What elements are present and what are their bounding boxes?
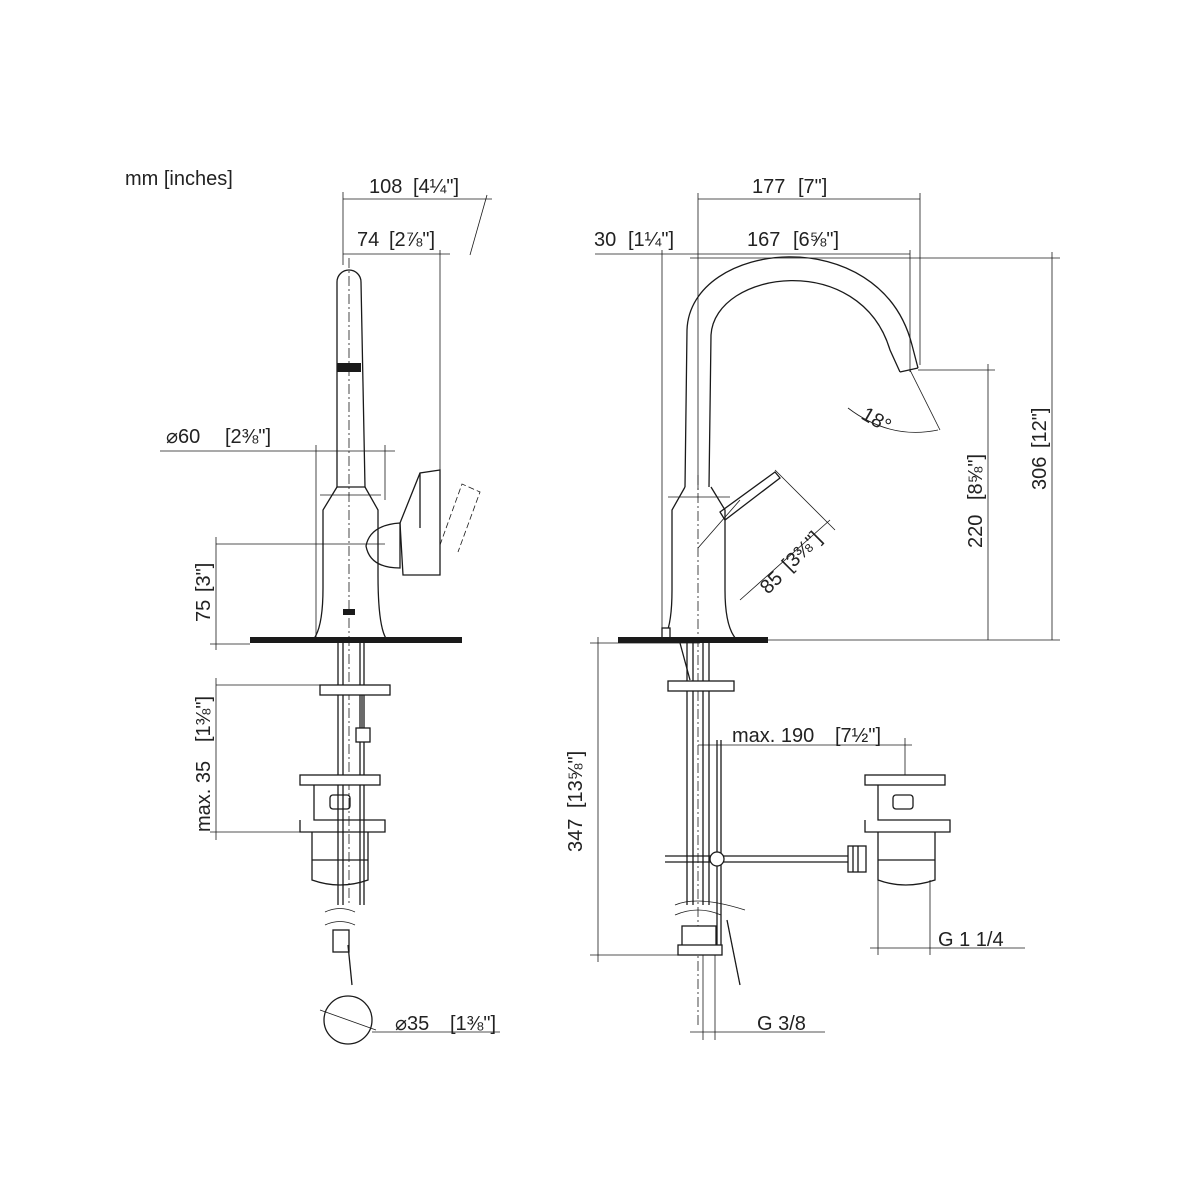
dim-75-inches: [3"] (193, 563, 215, 592)
dim-diameter-60-inches: [2⅜"] (225, 426, 271, 448)
left-dimension-lines (160, 192, 500, 1033)
left-waste (299, 774, 386, 986)
dim-347: 347 (565, 819, 587, 852)
left-deck-plate (250, 637, 462, 643)
left-spout (336, 258, 366, 905)
dim-220-inches: [8⅝"] (965, 454, 987, 500)
dim-85: 85 (756, 567, 787, 598)
thread-supply: G 3/8 (757, 1013, 806, 1035)
dim-306: 306 (1029, 457, 1051, 490)
dim-108: 108 (369, 176, 402, 198)
dim-347-inches: [13⅝"] (565, 751, 587, 808)
units-note: mm [inches] (125, 168, 233, 190)
dim-167-inches: [6⅝"] (793, 229, 839, 251)
dim-max-35-inches: [1⅜"] (193, 696, 215, 742)
dim-306-inches: [12"] (1029, 408, 1051, 448)
right-shank (665, 642, 850, 986)
dim-177-inches: [7"] (798, 176, 827, 198)
left-view: 108 [4¼"] 74 [2⅞"] ⌀60 [2⅜"] 75 [3"] max… (160, 176, 500, 1045)
thread-waste: G 1 1/4 (938, 929, 1004, 951)
angle-18: 18° (858, 403, 895, 437)
dim-108-inches: [4¼"] (413, 176, 459, 198)
right-dimension-lines (590, 193, 1060, 1040)
dim-max-190-inches: [7½"] (835, 725, 881, 747)
left-shank (319, 643, 391, 905)
dim-177: 177 (752, 176, 785, 198)
right-waste (847, 774, 951, 886)
dim-diameter-35-inches: [1⅜"] (450, 1013, 496, 1035)
dim-max-190: max. 190 (732, 725, 814, 747)
dim-74: 74 (357, 229, 379, 251)
dim-max-35: max. 35 (193, 761, 215, 832)
dim-75: 75 (193, 600, 215, 622)
dim-85-inches: [3⅜"] (778, 527, 826, 575)
right-lever (719, 471, 781, 521)
right-mixer-body (661, 486, 738, 641)
dim-167: 167 (747, 229, 780, 251)
dim-diameter-60: ⌀60 (166, 426, 200, 448)
dim-30: 30 (594, 229, 616, 251)
dim-30-inches: [1¼"] (628, 229, 674, 251)
right-deck-plate (618, 637, 768, 643)
dim-220: 220 (965, 515, 987, 548)
dim-74-inches: [2⅞"] (389, 229, 435, 251)
left-mixer-body (312, 486, 388, 641)
right-view: 177 [7"] 30 [1¼"] 167 [6⅝"] 306 [12"] 22… (565, 176, 1060, 1040)
dim-diameter-35: ⌀35 (395, 1013, 429, 1035)
left-lever (365, 469, 481, 576)
left-waste-circle (319, 995, 377, 1045)
